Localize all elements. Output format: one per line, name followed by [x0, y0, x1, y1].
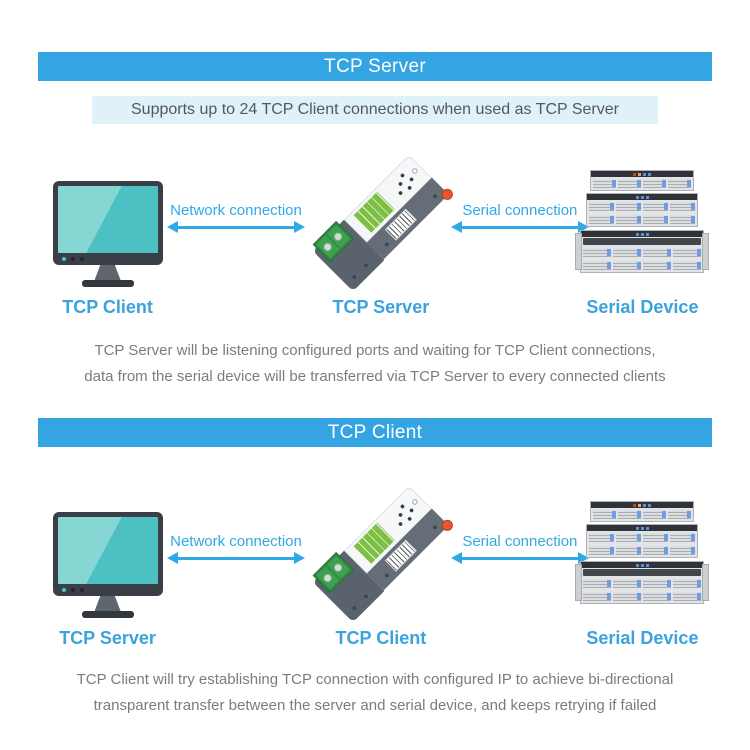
serial-connection: Serial connection [450, 202, 589, 233]
node-tcp-client: TCP Client [45, 150, 170, 318]
monitor-stand [94, 265, 121, 280]
connection-label: Serial connection [462, 533, 578, 550]
monitor-frame [52, 181, 163, 265]
monitor-icon [52, 512, 163, 618]
server-rack-icon [575, 501, 710, 604]
double-arrow-icon [450, 552, 589, 564]
subtitle-text: Supports up to 24 TCP Client connections… [131, 101, 619, 118]
tcp-server-subtitle-band: Supports up to 24 TCP Client connections… [92, 96, 658, 124]
tcp-server-diagram: TCP Client Network connection [0, 150, 750, 320]
tcp-client-diagram: TCP Server Network connection [0, 481, 750, 651]
node-label: TCP Client [62, 297, 153, 317]
monitor-frame [52, 512, 163, 596]
node-label: TCP Server [332, 297, 430, 317]
monitor-indicator-lights [61, 257, 84, 261]
network-connection: Network connection [166, 202, 305, 233]
section-title: TCP Server [324, 55, 426, 77]
connection-label: Network connection [170, 533, 302, 550]
description-line: TCP Client will try establishing TCP con… [76, 671, 674, 688]
node-tcp-client-device: TCP Client [302, 481, 460, 649]
double-arrow-icon [166, 552, 305, 564]
node-tcp-server-device: TCP Server [302, 150, 460, 318]
server-rack-icon [575, 170, 710, 273]
terminal-block-icon [312, 221, 354, 263]
node-tcp-server: TCP Server [45, 481, 170, 649]
connection-label: Serial connection [462, 202, 578, 219]
tcp-server-description: TCP Server will be listening configured … [0, 338, 750, 390]
node-label: Serial Device [586, 628, 699, 648]
node-label: TCP Server [59, 628, 156, 648]
serial-connection: Serial connection [450, 533, 589, 564]
double-arrow-icon [450, 221, 589, 233]
connection-label: Network connection [170, 202, 302, 219]
tcp-client-description: TCP Client will try establishing TCP con… [0, 667, 750, 719]
node-label: Serial Device [586, 297, 699, 317]
section-title: TCP Client [327, 421, 423, 443]
monitor-icon [52, 181, 163, 287]
serial-module-icon [302, 480, 460, 628]
monitor-screen [57, 186, 158, 253]
double-arrow-icon [166, 221, 305, 233]
description-line: data from the serial device will be tran… [84, 368, 666, 385]
monitor-indicator-lights [61, 588, 84, 592]
node-label: TCP Client [335, 628, 427, 648]
monitor-base [81, 280, 134, 287]
node-serial-device: Serial Device [575, 481, 710, 649]
section-header-tcp-client: TCP Client [38, 418, 712, 447]
section-header-tcp-server: TCP Server [38, 52, 712, 81]
monitor-base [81, 611, 134, 618]
description-line: transparent transfer between the server … [93, 697, 657, 714]
node-serial-device: Serial Device [575, 150, 710, 318]
serial-module-icon [302, 149, 460, 297]
description-line: TCP Server will be listening configured … [94, 342, 656, 359]
network-connection: Network connection [166, 533, 305, 564]
monitor-screen [57, 517, 158, 584]
monitor-stand [94, 596, 121, 611]
terminal-block-icon [312, 552, 354, 594]
